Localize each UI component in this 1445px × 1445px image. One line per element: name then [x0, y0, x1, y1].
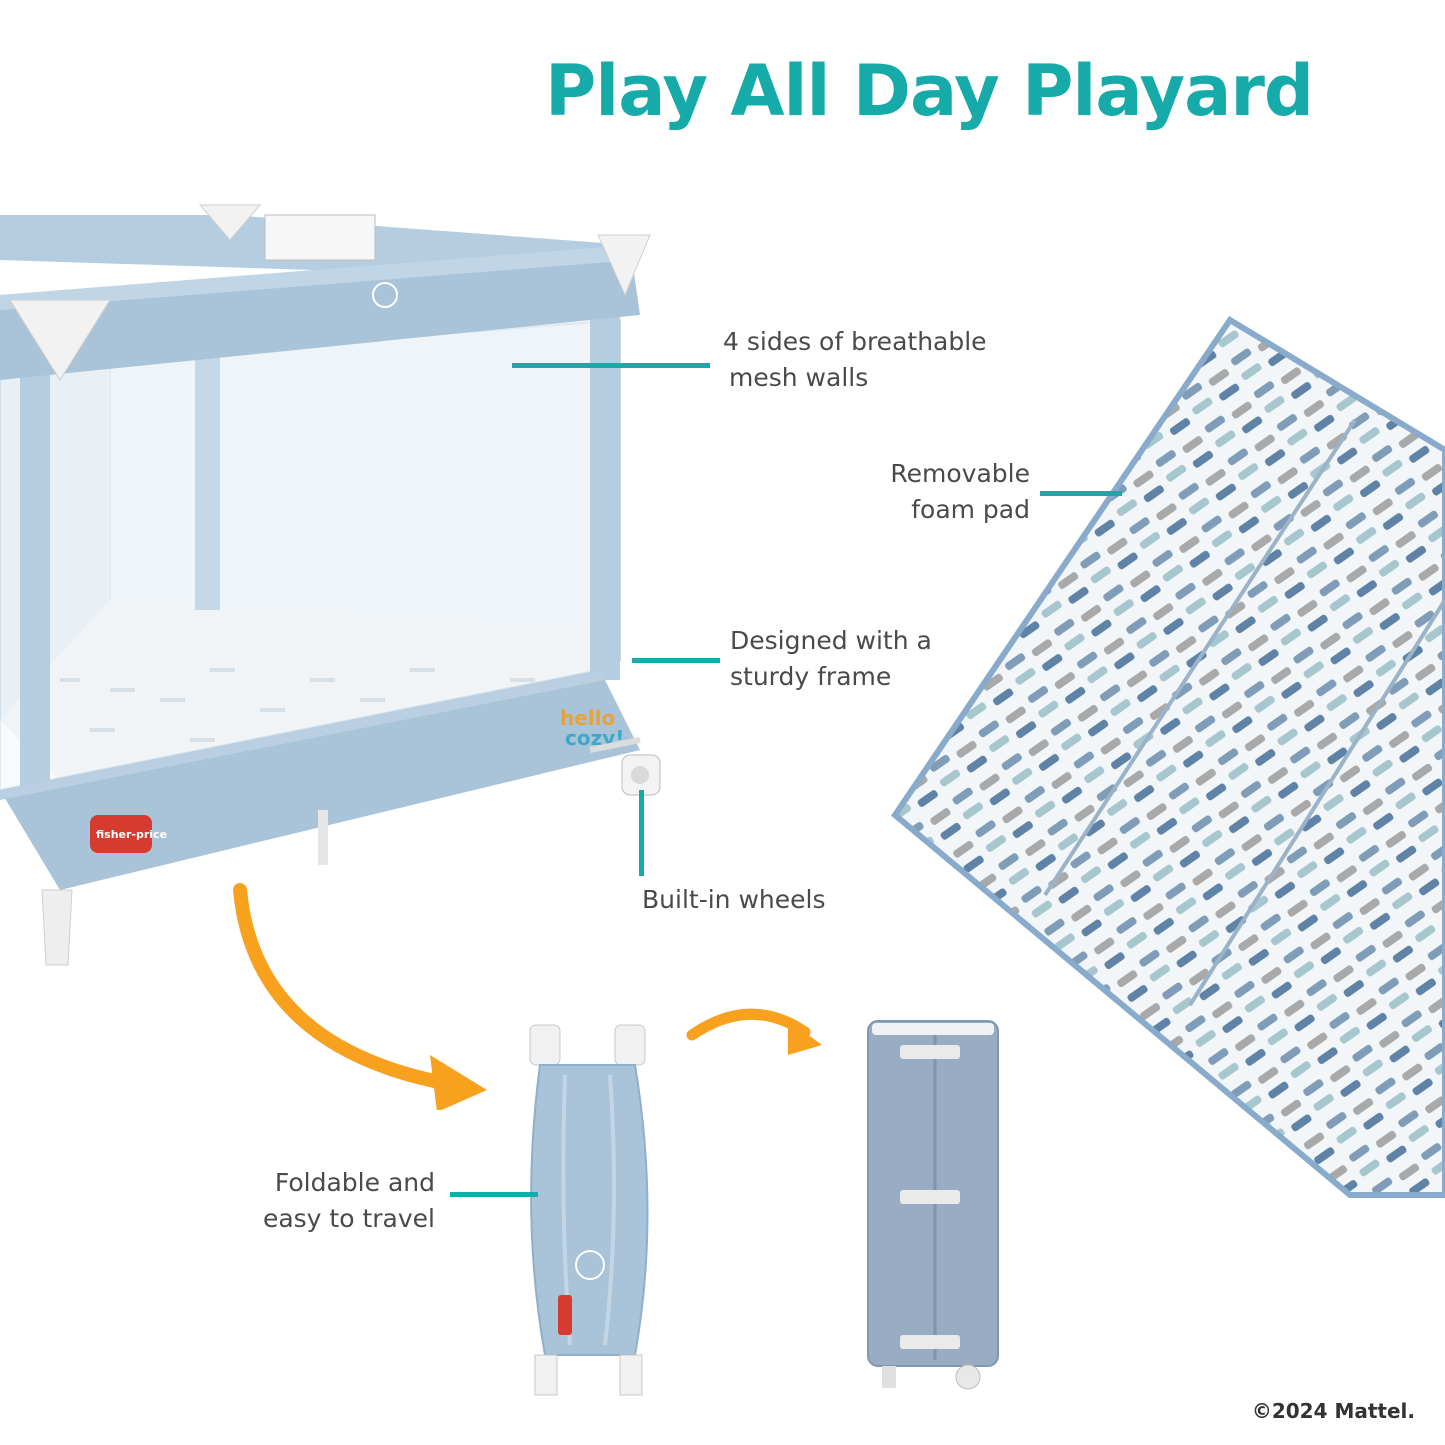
- pad-leader-line: [1040, 491, 1122, 496]
- folded-playard-image: [529, 1024, 649, 1396]
- mesh-walls-callout: 4 sides of breathable mesh walls: [723, 324, 987, 396]
- playard-image: hello cozy! fisher-price: [0, 204, 661, 966]
- wheels-callout: Built-in wheels: [642, 882, 825, 918]
- pack-arrow-icon: [686, 1008, 822, 1055]
- svg-text:hello: hello: [560, 706, 615, 730]
- foldable-line-2: easy to travel: [262, 1204, 435, 1233]
- foldable-callout: Foldable and easy to travel: [210, 1165, 435, 1237]
- sturdy-frame-callout: Designed with a sturdy frame: [730, 623, 932, 695]
- foam-pad-line-2: foam pad: [911, 495, 1030, 524]
- wheels-line: Built-in wheels: [642, 885, 826, 914]
- mesh-walls-line-2: mesh walls: [729, 363, 869, 392]
- sturdy-frame-line-2: sturdy frame: [730, 662, 892, 691]
- foldable-line-1: Foldable and: [274, 1168, 435, 1197]
- foam-pad-image: [890, 315, 1445, 1198]
- travel-bag-image: [867, 1020, 999, 1390]
- foam-pad-line-1: Removable: [890, 459, 1030, 488]
- wheels-leader-line: [639, 790, 644, 876]
- mesh-walls-line-1: 4 sides of breathable: [723, 327, 987, 356]
- mesh-leader-line: [512, 363, 710, 368]
- fold-arrow-icon: [233, 883, 487, 1110]
- foam-pad-callout: Removable foam pad: [820, 456, 1030, 528]
- frame-leader-line: [632, 658, 720, 663]
- svg-text:fisher-price: fisher-price: [96, 828, 167, 841]
- fold-leader-line: [450, 1192, 538, 1197]
- copyright-notice: ©2024 Mattel.: [1251, 1399, 1415, 1423]
- page-title: Play All Day Playard: [545, 50, 1314, 132]
- sturdy-frame-line-1: Designed with a: [730, 626, 932, 655]
